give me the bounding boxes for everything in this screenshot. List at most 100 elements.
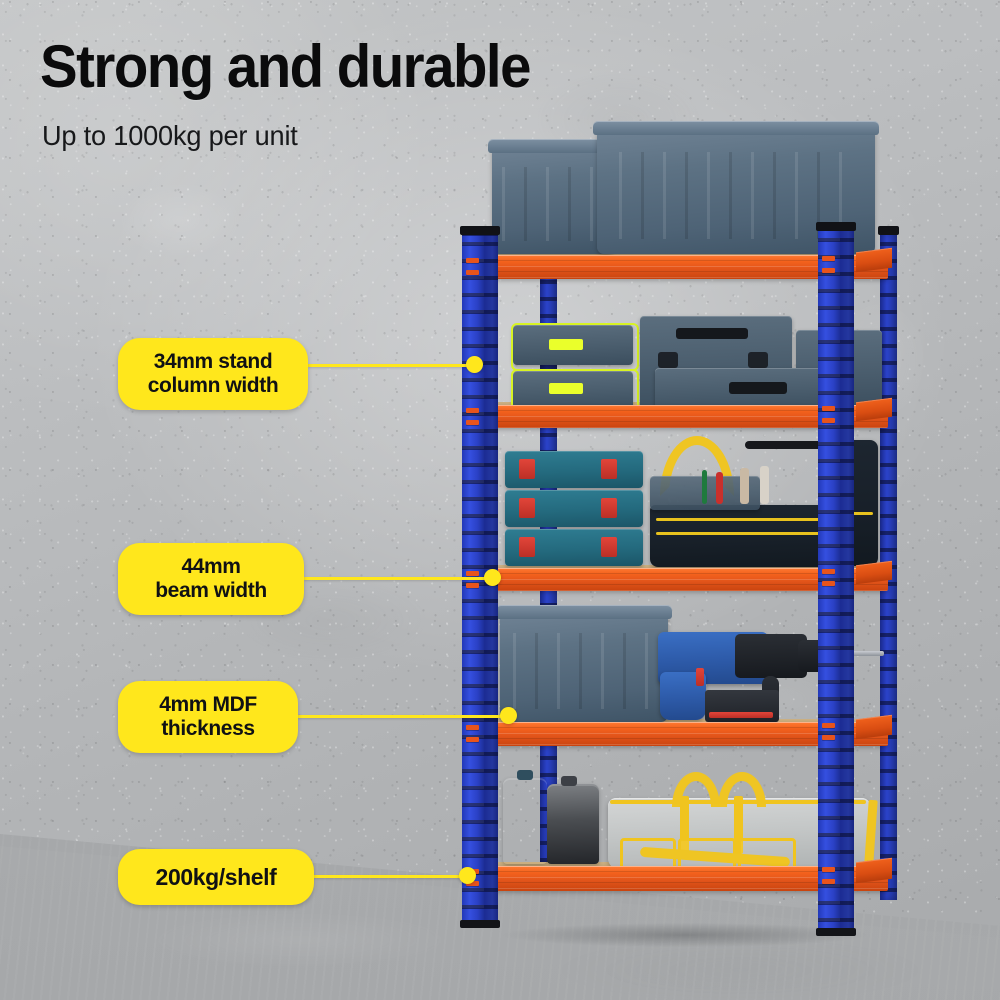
- case-latch: [519, 459, 535, 479]
- case-latch: [601, 498, 617, 518]
- tote-ribs: [501, 167, 605, 242]
- page-title: Strong and durable: [40, 33, 531, 100]
- upright-cap: [878, 226, 899, 235]
- beam-stud: [822, 879, 835, 884]
- case-latch: [601, 537, 617, 557]
- case-latch-right: [748, 352, 768, 368]
- front-beam-3: [473, 568, 888, 591]
- callout-leader-line-mdf-thickness: [298, 715, 508, 718]
- drill-bit: [824, 651, 884, 656]
- tool-bar-black: [745, 441, 837, 449]
- callout-line-2: thickness: [161, 717, 255, 740]
- tool-plier-red: [716, 472, 723, 504]
- beam-stud: [822, 735, 835, 740]
- callout-anchor-dot-shelf-capacity: [459, 867, 476, 884]
- case-latch: [519, 537, 535, 557]
- upright-foot-right: [816, 928, 856, 936]
- upright-slot-pattern: [840, 228, 854, 930]
- callout-line-2: column width: [147, 374, 279, 397]
- beam-stud: [466, 420, 479, 425]
- tote-lid: [496, 605, 672, 619]
- upright-front-face: [818, 228, 840, 930]
- drill-trigger: [696, 668, 704, 686]
- beam-stud: [822, 256, 835, 261]
- callout-leader-line-shelf-capacity: [314, 875, 466, 878]
- beam-stud: [822, 268, 835, 273]
- jerry-can-grey: [547, 776, 599, 864]
- upright-foot-left: [460, 920, 500, 928]
- tote-ribs: [619, 152, 853, 240]
- callout-leader-line-beam-width: [304, 577, 492, 580]
- callout-shelf-capacity: 200kg/shelf: [118, 849, 314, 905]
- beam-stud: [466, 270, 479, 275]
- upright-cap-left: [460, 226, 500, 235]
- callout-anchor-dot-beam-width: [484, 569, 501, 586]
- jerry-can-blue: [503, 770, 547, 864]
- page-subtitle: Up to 1000kg per unit: [42, 120, 298, 151]
- callout-anchor-dot-stand-column-width: [466, 356, 483, 373]
- beam-stud: [822, 406, 835, 411]
- teal-case-top: [505, 451, 643, 488]
- beam-stud: [466, 571, 479, 576]
- tool-bag-handle-right: [718, 772, 766, 807]
- case-latch: [519, 498, 535, 518]
- beam-stud: [822, 723, 835, 728]
- storage-tote-small: [488, 139, 618, 254]
- slate-tool-box-front: [655, 368, 845, 410]
- tool-spanner: [760, 466, 769, 504]
- case-latch-left: [658, 352, 678, 368]
- jerry-can-cap: [561, 776, 577, 786]
- tool-bag-handle-left: [672, 772, 720, 807]
- case-highlight-upper: [511, 323, 639, 371]
- jerry-can-cap: [517, 770, 533, 780]
- beam-stud: [466, 725, 479, 730]
- teal-case-middle: [505, 490, 643, 527]
- tote-stripe-upper: [656, 518, 828, 521]
- beam-stud: [466, 737, 479, 742]
- tote-lid: [488, 139, 618, 153]
- beam-stud: [822, 418, 835, 423]
- beam-stud: [466, 881, 479, 886]
- case-handle: [676, 328, 748, 339]
- front-upright-right: [818, 228, 854, 930]
- teal-case-bottom: [505, 529, 643, 566]
- tote-stripe-lower: [656, 532, 828, 535]
- beam-stud: [466, 583, 479, 588]
- upright-cap-right: [816, 222, 856, 231]
- callout-line-1: 200kg/shelf: [155, 863, 277, 890]
- callout-text-shelf-capacity: 200kg/shelf: [156, 864, 277, 890]
- tool-bag-strap-left: [680, 796, 689, 854]
- beam-stud: [466, 258, 479, 263]
- storage-tote-shelf4: [496, 605, 672, 722]
- callout-leader-line-stand-column-width: [308, 364, 474, 367]
- callout-line-2: beam width: [155, 579, 267, 602]
- beam-stud: [822, 569, 835, 574]
- drill-motor-housing: [735, 634, 807, 678]
- upright-side-face: [840, 228, 854, 930]
- beam-stud: [822, 867, 835, 872]
- case-label-upper: [549, 339, 583, 350]
- case-front-handle: [729, 382, 787, 394]
- tool-wrench: [740, 468, 749, 504]
- callout-line-1: 34mm stand: [153, 350, 273, 374]
- side-beam-5: [856, 857, 892, 884]
- open-tool-tote: [650, 505, 835, 567]
- tote-lid: [593, 121, 879, 135]
- case-latch: [601, 459, 617, 479]
- drill-battery-stripe: [709, 712, 773, 718]
- case-label-lower: [549, 383, 583, 394]
- beam-stud: [822, 581, 835, 586]
- callout-anchor-dot-mdf-thickness: [500, 707, 517, 724]
- upright-slot-pattern: [818, 228, 840, 930]
- slate-tool-case-upper: [513, 325, 633, 365]
- front-beam-2: [473, 405, 888, 428]
- roll-bag-stripe: [837, 512, 873, 515]
- beam-stud: [466, 408, 479, 413]
- tote-ribs: [513, 633, 655, 710]
